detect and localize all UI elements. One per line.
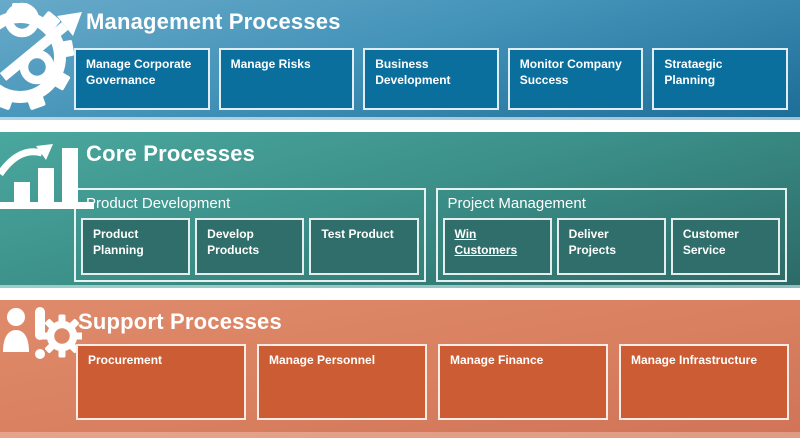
band-title-support: Support Processes bbox=[78, 309, 282, 334]
group-title-project-management: Project Management bbox=[447, 195, 586, 212]
band-core-processes: Core Processes Product Development Produ… bbox=[0, 132, 800, 288]
process-box-manage-infrastructure: Manage Infrastructure bbox=[619, 344, 789, 420]
process-box-develop-products: Develop Products bbox=[195, 218, 305, 275]
project-management-boxes-row: Win Customers Deliver Projects Customer … bbox=[442, 218, 781, 275]
process-box-win-customers-link[interactable]: Win Customers bbox=[442, 218, 552, 275]
process-box-strataegic-planning: Strataegic Planning bbox=[652, 48, 788, 110]
gear-percent-arrow-icon bbox=[0, 0, 86, 114]
process-box-procurement: Procurement bbox=[76, 344, 246, 420]
core-groups-row: Product Development Product Planning Dev… bbox=[74, 188, 787, 282]
person-exclamation-gear-icon bbox=[2, 306, 82, 362]
support-boxes-row: Procurement Manage Personnel Manage Fina… bbox=[76, 344, 789, 420]
management-boxes-row: Manage Corporate Governance Manage Risks… bbox=[74, 48, 788, 110]
process-box-manage-personnel: Manage Personnel bbox=[257, 344, 427, 420]
process-box-test-product: Test Product bbox=[309, 218, 419, 275]
band-management-processes: Management Processes Manage Corporate Go… bbox=[0, 0, 800, 120]
process-box-manage-risks: Manage Risks bbox=[218, 48, 355, 110]
band-title-core: Core Processes bbox=[86, 141, 256, 166]
process-box-business-development: Business Development bbox=[363, 48, 499, 110]
group-project-management: Project Management Win Customers Deliver… bbox=[435, 188, 787, 282]
process-box-monitor-company-success: Monitor Company Success bbox=[507, 48, 644, 110]
process-box-customer-service: Customer Service bbox=[670, 218, 781, 275]
process-box-manage-corporate-governance: Manage Corporate Governance bbox=[74, 48, 210, 110]
band-support-processes: Support Processes Procurement Manage Per… bbox=[0, 300, 800, 438]
process-box-manage-finance: Manage Finance bbox=[438, 344, 608, 420]
product-development-boxes-row: Product Planning Develop Products Test P… bbox=[81, 218, 419, 275]
group-title-product-development: Product Development bbox=[86, 195, 231, 212]
group-product-development: Product Development Product Planning Dev… bbox=[74, 188, 426, 282]
process-box-product-planning: Product Planning bbox=[81, 218, 191, 275]
band-title-management: Management Processes bbox=[86, 9, 341, 34]
process-box-deliver-projects: Deliver Projects bbox=[556, 218, 666, 275]
